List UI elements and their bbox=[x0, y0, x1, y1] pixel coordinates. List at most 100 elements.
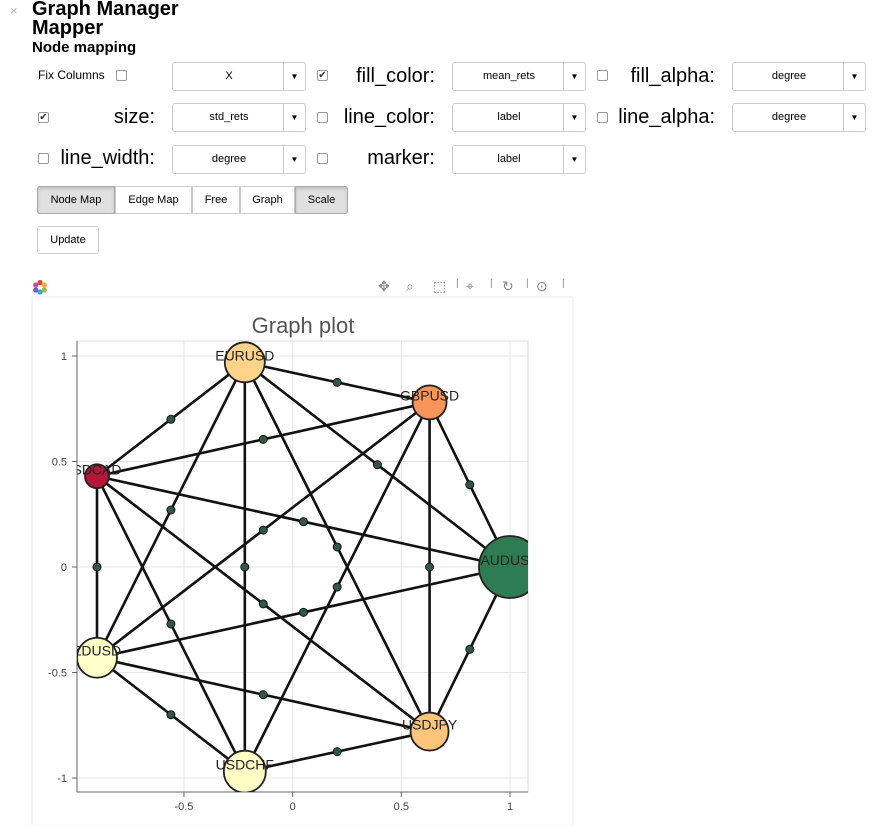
page-title: Graph Manager Mapper bbox=[32, 0, 179, 38]
edge-midpoint bbox=[332, 747, 342, 757]
edge-midpoint bbox=[166, 505, 176, 515]
fill-color-label: fill_color: bbox=[356, 65, 435, 87]
fill-alpha-value: degree bbox=[771, 70, 807, 82]
y-tick-label: 0.5 bbox=[52, 457, 67, 469]
toolbar-divider: | bbox=[562, 278, 565, 289]
edge-midpoint bbox=[332, 542, 342, 552]
graph-node[interactable] bbox=[84, 463, 110, 490]
edge-midpoint bbox=[240, 562, 250, 572]
chevron-down-icon: ▼ bbox=[563, 146, 585, 173]
section-subtitle: Node mapping bbox=[32, 39, 137, 56]
edge-midpoint bbox=[299, 517, 308, 527]
edge-midpoint bbox=[258, 690, 268, 700]
y-tick-label: -1 bbox=[57, 773, 67, 785]
fill-alpha-checkbox[interactable] bbox=[597, 70, 608, 81]
marker-value: label bbox=[497, 153, 521, 165]
tab-graph[interactable]: Graph bbox=[240, 186, 295, 214]
chevron-down-icon: ▼ bbox=[843, 104, 865, 131]
chevron-down-icon: ▼ bbox=[283, 63, 305, 90]
line-color-label: line_color: bbox=[343, 106, 435, 128]
graph-node[interactable] bbox=[77, 636, 118, 679]
bokeh-logo-icon[interactable] bbox=[32, 279, 48, 295]
toolbar-divider: | bbox=[456, 278, 459, 289]
node-label: SDCAD bbox=[72, 461, 121, 477]
edge-midpoint bbox=[166, 619, 176, 629]
edge-midpoint bbox=[465, 644, 475, 654]
close-icon[interactable]: × bbox=[10, 3, 18, 18]
chevron-down-icon: ▼ bbox=[563, 63, 585, 90]
chevron-down-icon: ▼ bbox=[563, 104, 585, 131]
edge-midpoint bbox=[465, 480, 475, 490]
graph-node[interactable] bbox=[478, 535, 541, 599]
line-width-label: line_width: bbox=[60, 147, 155, 169]
title-line-1: Graph Manager bbox=[32, 0, 179, 20]
x-tick-label: -0.5 bbox=[174, 801, 193, 813]
fill-color-value: mean_rets bbox=[483, 70, 535, 82]
edge-midpoint bbox=[372, 460, 382, 470]
wheel-zoom-icon[interactable]: ⌖ bbox=[466, 278, 474, 294]
edge-midpoint bbox=[258, 434, 268, 444]
line-width-checkbox[interactable] bbox=[38, 153, 49, 164]
node-label: EURUSD bbox=[215, 347, 274, 363]
line-color-checkbox[interactable] bbox=[317, 112, 328, 123]
edge-midpoint bbox=[332, 377, 342, 387]
line-color-select[interactable]: label ▼ bbox=[452, 103, 586, 132]
edge-midpoint bbox=[258, 525, 268, 535]
graph-node[interactable] bbox=[409, 711, 450, 752]
y-tick-label: -0.5 bbox=[48, 668, 67, 680]
zoom-fit-icon[interactable]: ⬚ bbox=[433, 278, 447, 294]
graph-node[interactable] bbox=[222, 749, 267, 793]
marker-label: marker: bbox=[367, 147, 435, 169]
node-label: USDCHF bbox=[216, 757, 274, 773]
fill-alpha-label: fill_alpha: bbox=[630, 65, 715, 87]
box-zoom-icon[interactable]: ⌕ bbox=[406, 278, 414, 294]
x-tick-label: 0.5 bbox=[394, 801, 409, 813]
title-line-2: Mapper bbox=[32, 17, 104, 39]
line-alpha-value: degree bbox=[771, 111, 807, 123]
x-select[interactable]: X ▼ bbox=[172, 62, 306, 91]
fix-columns-checkbox[interactable] bbox=[116, 70, 127, 81]
pan-icon[interactable]: ✥ bbox=[378, 278, 390, 294]
node-label: AUDUSD bbox=[480, 552, 539, 568]
chevron-down-icon: ▼ bbox=[283, 146, 305, 173]
x-tick-label: 0 bbox=[290, 801, 296, 813]
x-select-value: X bbox=[225, 70, 233, 82]
fill-color-select[interactable]: mean_rets ▼ bbox=[452, 62, 586, 91]
chevron-down-icon: ▼ bbox=[843, 63, 865, 90]
edge-midpoint bbox=[332, 582, 342, 592]
edge-midpoint bbox=[299, 607, 308, 617]
node-label: USDJPY bbox=[402, 717, 458, 733]
chevron-down-icon: ▼ bbox=[283, 104, 305, 131]
size-value: std_rets bbox=[209, 111, 249, 123]
tab-scale[interactable]: Scale bbox=[295, 186, 348, 214]
marker-checkbox[interactable] bbox=[317, 153, 328, 164]
fill-color-checkbox[interactable]: ✔ bbox=[317, 70, 328, 81]
marker-select[interactable]: label ▼ bbox=[452, 145, 586, 174]
size-select[interactable]: std_rets ▼ bbox=[172, 103, 306, 132]
tab-edge-map[interactable]: Edge Map bbox=[115, 186, 192, 214]
tab-node-map[interactable]: Node Map bbox=[37, 186, 115, 214]
node-label: ZDUSD bbox=[73, 643, 121, 659]
edge-midpoint bbox=[258, 599, 268, 609]
line-alpha-checkbox[interactable] bbox=[597, 112, 608, 123]
node-label: GBPUSD bbox=[400, 387, 459, 403]
line-width-select[interactable]: degree ▼ bbox=[172, 145, 306, 174]
graph-node[interactable] bbox=[411, 384, 448, 421]
fill-alpha-select[interactable]: degree ▼ bbox=[732, 62, 866, 91]
size-checkbox[interactable]: ✔ bbox=[38, 112, 49, 123]
line-alpha-label: line_alpha: bbox=[618, 106, 715, 128]
edge-midpoint bbox=[166, 414, 176, 424]
edge-midpoint bbox=[166, 710, 176, 720]
chart-title: Graph plot bbox=[252, 313, 355, 338]
y-tick-label: 1 bbox=[61, 351, 67, 363]
line-width-value: degree bbox=[211, 153, 247, 165]
hover-icon[interactable]: ⊙ bbox=[536, 278, 548, 294]
toolbar-divider: | bbox=[490, 278, 493, 289]
reset-icon[interactable]: ↻ bbox=[502, 278, 514, 294]
tab-free[interactable]: Free bbox=[192, 186, 240, 214]
line-alpha-select[interactable]: degree ▼ bbox=[732, 103, 866, 132]
x-tick-label: 1 bbox=[507, 801, 513, 813]
update-button[interactable]: Update bbox=[37, 226, 99, 254]
graph-node[interactable] bbox=[223, 341, 266, 384]
